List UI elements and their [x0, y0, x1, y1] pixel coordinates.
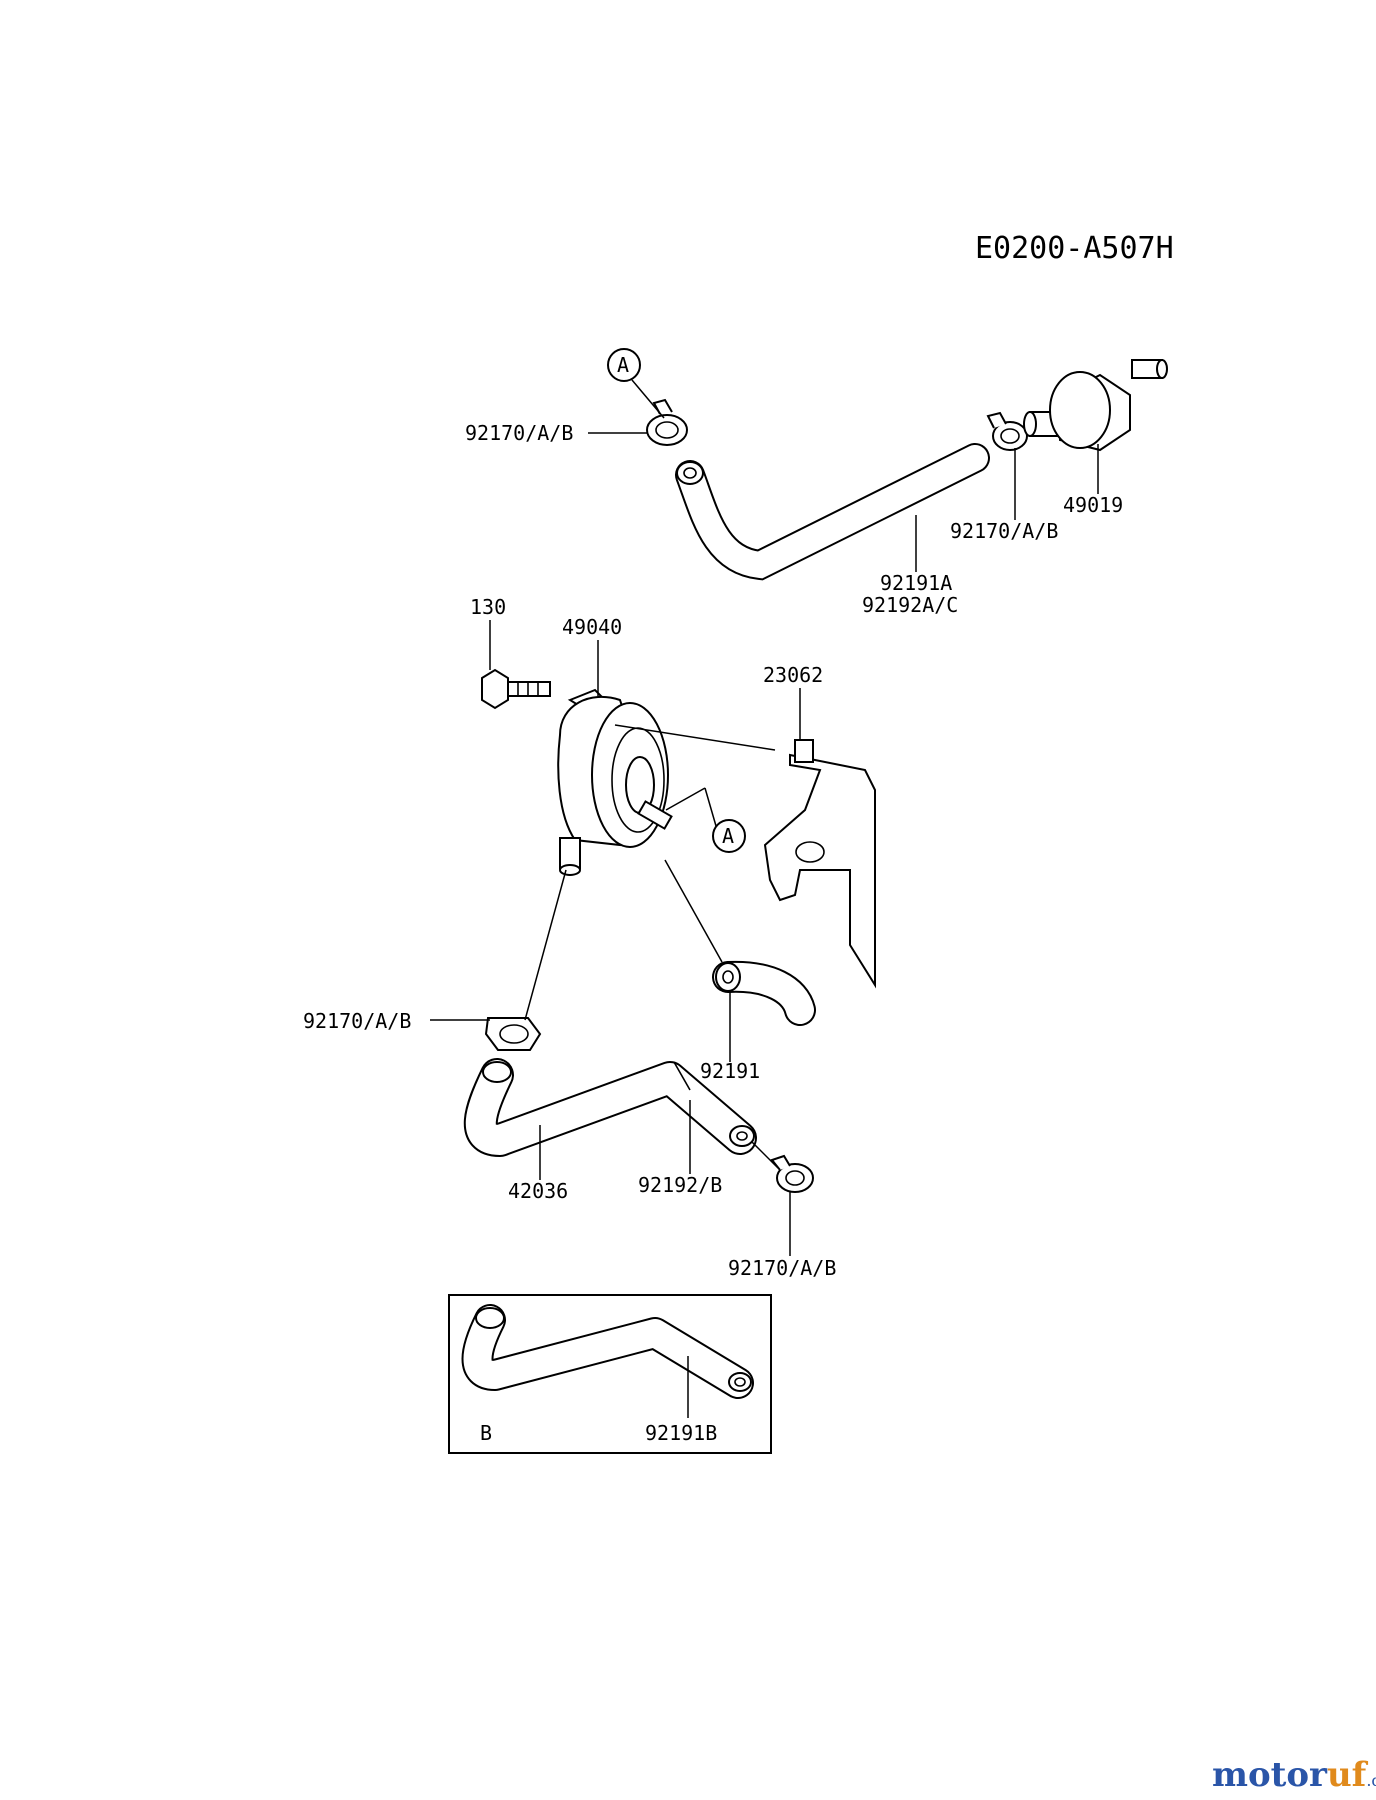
svg-text:motoruf.de: motoruf.de [1212, 1755, 1376, 1795]
callout-bracket: 23062 [763, 663, 823, 687]
callout-hose-bottom: 42036 [508, 1179, 568, 1203]
fuel-hose-top [675, 443, 990, 581]
hose-clamp-top-right [986, 411, 1028, 451]
hose-clamp-bottom [770, 1154, 814, 1193]
ref-circle-a-top: A [607, 348, 665, 419]
hose-clamp-top-left [646, 398, 688, 446]
fuel-pump [557, 688, 673, 876]
bolt [481, 668, 551, 710]
inset-box-b: B 92191B [448, 1294, 772, 1454]
fuel-hose-bottom [463, 1058, 757, 1157]
callout-clamp-mid-left: 92170/A/B [303, 1009, 411, 1033]
callout-hose-short: 92191 [700, 1059, 760, 1083]
svg-text:A: A [617, 353, 629, 377]
fuel-filter [1023, 359, 1168, 452]
callout-hose-top-line1: 92191A [880, 571, 952, 595]
callout-clamp-bottom: 92170/A/B [728, 1256, 836, 1280]
callout-inset-hose: 92191B [645, 1421, 717, 1445]
ref-circle-a-mid: A [665, 787, 746, 853]
inset-label-b: B [480, 1421, 492, 1445]
callout-bolt: 130 [470, 595, 506, 619]
svg-text:A: A [722, 824, 734, 848]
hose-clamp-mid-left [484, 1017, 542, 1051]
callout-clamp-top-left: 92170/A/B [465, 421, 573, 445]
diagram-code: E0200-A507H [975, 231, 1174, 266]
callout-clamp-top-right: 92170/A/B [950, 519, 1058, 543]
callout-pump: 49040 [562, 615, 622, 639]
callout-hose-sleeve: 92192/B [638, 1173, 722, 1197]
callout-hose-top-line2: 92192A/C [862, 593, 958, 617]
pump-bracket [614, 724, 876, 989]
callout-filter: 49019 [1063, 493, 1123, 517]
watermark-logo: motoruf.de [1212, 1755, 1376, 1795]
hose-short [712, 960, 816, 1026]
